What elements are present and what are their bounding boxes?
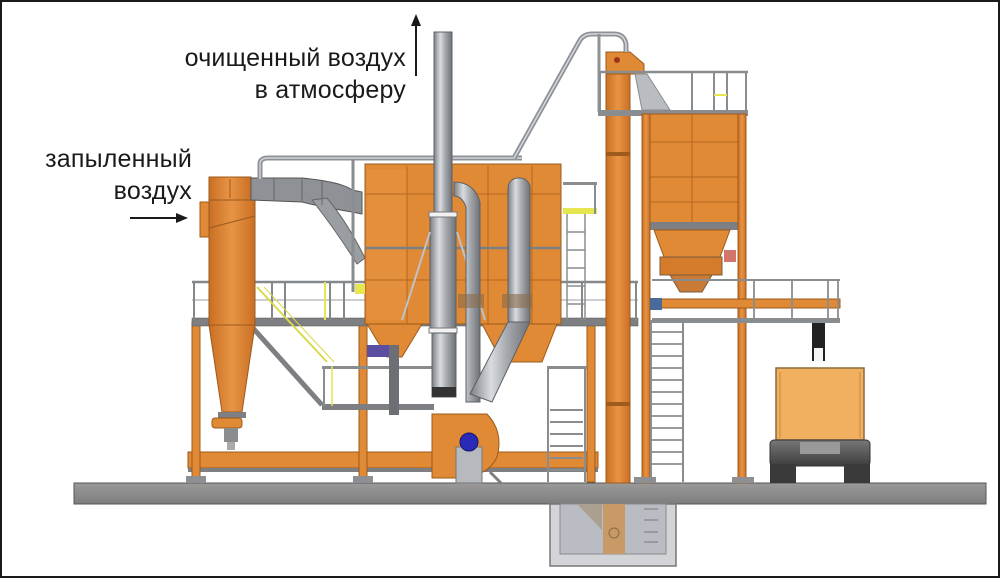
screw-conveyor — [650, 279, 841, 323]
cyclone-outlet-duct — [250, 155, 522, 292]
dusty-air-label-line1: запыленный — [45, 145, 192, 173]
arrow-up-icon — [411, 14, 421, 76]
discharge-spout — [812, 323, 825, 361]
bucket-elevator — [511, 31, 748, 484]
dusty-air-label-line2: воздух — [113, 177, 192, 205]
clean-air-label-line1: очищенный воздух — [184, 44, 406, 72]
filter-service-platform — [563, 182, 597, 320]
dusty-air-label: запыленный воздух — [45, 143, 192, 207]
access-stairs — [547, 366, 587, 482]
filter-outlet-ducts — [453, 177, 532, 403]
arrow-right-icon — [130, 213, 188, 223]
cyclone — [199, 176, 256, 450]
centrifugal-fan — [431, 413, 504, 486]
ground-slab — [73, 482, 987, 505]
clean-air-label-line2: в атмосферу — [254, 76, 406, 104]
clean-air-label: очищенный воздух в атмосферу — [185, 42, 406, 106]
pit — [549, 503, 677, 567]
exhaust-stack — [401, 31, 486, 398]
silo-ladder — [650, 320, 684, 482]
truck — [769, 367, 871, 483]
